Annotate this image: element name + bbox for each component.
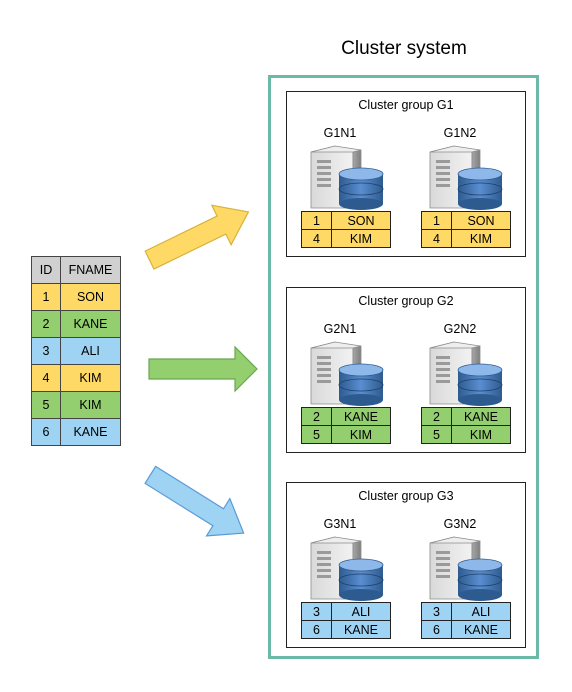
group-title: Cluster group G1: [358, 98, 454, 112]
cell-id: 3: [301, 602, 332, 621]
node-label: G1N2: [443, 126, 477, 140]
cell-fname: KANE: [331, 620, 391, 639]
cell-fname: KANE: [60, 418, 121, 446]
arrow-green: [148, 345, 258, 393]
cell-fname: KIM: [331, 425, 391, 444]
node-label: G2N1: [323, 322, 357, 336]
arrow-yellow: [144, 204, 250, 270]
cell-id: 2: [301, 407, 332, 426]
cell-fname: KANE: [331, 407, 391, 426]
cell-id: 3: [31, 337, 61, 365]
cell-id: 6: [301, 620, 332, 639]
cell-id: 4: [421, 229, 452, 248]
cell-id: 1: [421, 211, 452, 230]
server-with-database-icon: [424, 144, 504, 210]
cell-id: 5: [301, 425, 332, 444]
table-row: 1 SON: [31, 283, 121, 311]
cell-id: 4: [31, 364, 61, 392]
table-row: 2 KANE: [31, 310, 121, 338]
table-row: 4 KIM: [31, 364, 121, 392]
column-header-fname: FNAME: [60, 256, 121, 284]
cell-id: 5: [31, 391, 61, 419]
cell-fname: SON: [451, 211, 511, 230]
group-title: Cluster group G2: [358, 294, 454, 308]
cell-fname: KIM: [331, 229, 391, 248]
group-title: Cluster group G3: [358, 489, 454, 503]
cell-fname: ALI: [451, 602, 511, 621]
server-with-database-icon: [424, 340, 504, 406]
cell-id: 1: [301, 211, 332, 230]
cell-fname: KIM: [451, 229, 511, 248]
cell-id: 6: [31, 418, 61, 446]
cell-fname: ALI: [60, 337, 121, 365]
cell-id: 3: [421, 602, 452, 621]
cell-id: 2: [31, 310, 61, 338]
server-with-database-icon: [305, 535, 385, 601]
cell-id: 5: [421, 425, 452, 444]
diagram-title: Cluster system: [341, 38, 467, 59]
table-row: 3 ALI: [31, 337, 121, 365]
server-with-database-icon: [305, 340, 385, 406]
cell-fname: KANE: [60, 310, 121, 338]
cell-id: 6: [421, 620, 452, 639]
cell-id: 1: [31, 283, 61, 311]
server-with-database-icon: [424, 535, 504, 601]
cell-id: 2: [421, 407, 452, 426]
node-label: G2N2: [443, 322, 477, 336]
right-arrow-icon-g2: [148, 345, 258, 393]
source-table: ID FNAME 1 SON 2 KANE 3 ALI 4 KIM 5 KIM …: [31, 256, 121, 446]
cell-fname: SON: [60, 283, 121, 311]
right-arrow-icon-g1: [144, 204, 250, 270]
cell-fname: KANE: [451, 620, 511, 639]
node-label: G1N1: [323, 126, 357, 140]
table-row: 5 KIM: [31, 391, 121, 419]
cell-id: 4: [301, 229, 332, 248]
server-with-database-icon: [305, 144, 385, 210]
cluster-system-box: [268, 75, 539, 659]
cell-fname: SON: [331, 211, 391, 230]
table-row: 6 KANE: [31, 418, 121, 446]
node-label: G3N1: [323, 517, 357, 531]
right-arrow-icon-g3: [144, 465, 245, 537]
cell-fname: ALI: [331, 602, 391, 621]
arrow-blue: [144, 465, 245, 537]
cell-fname: KIM: [60, 391, 121, 419]
cell-fname: KANE: [451, 407, 511, 426]
cell-fname: KIM: [451, 425, 511, 444]
cell-fname: KIM: [60, 364, 121, 392]
node-label: G3N2: [443, 517, 477, 531]
